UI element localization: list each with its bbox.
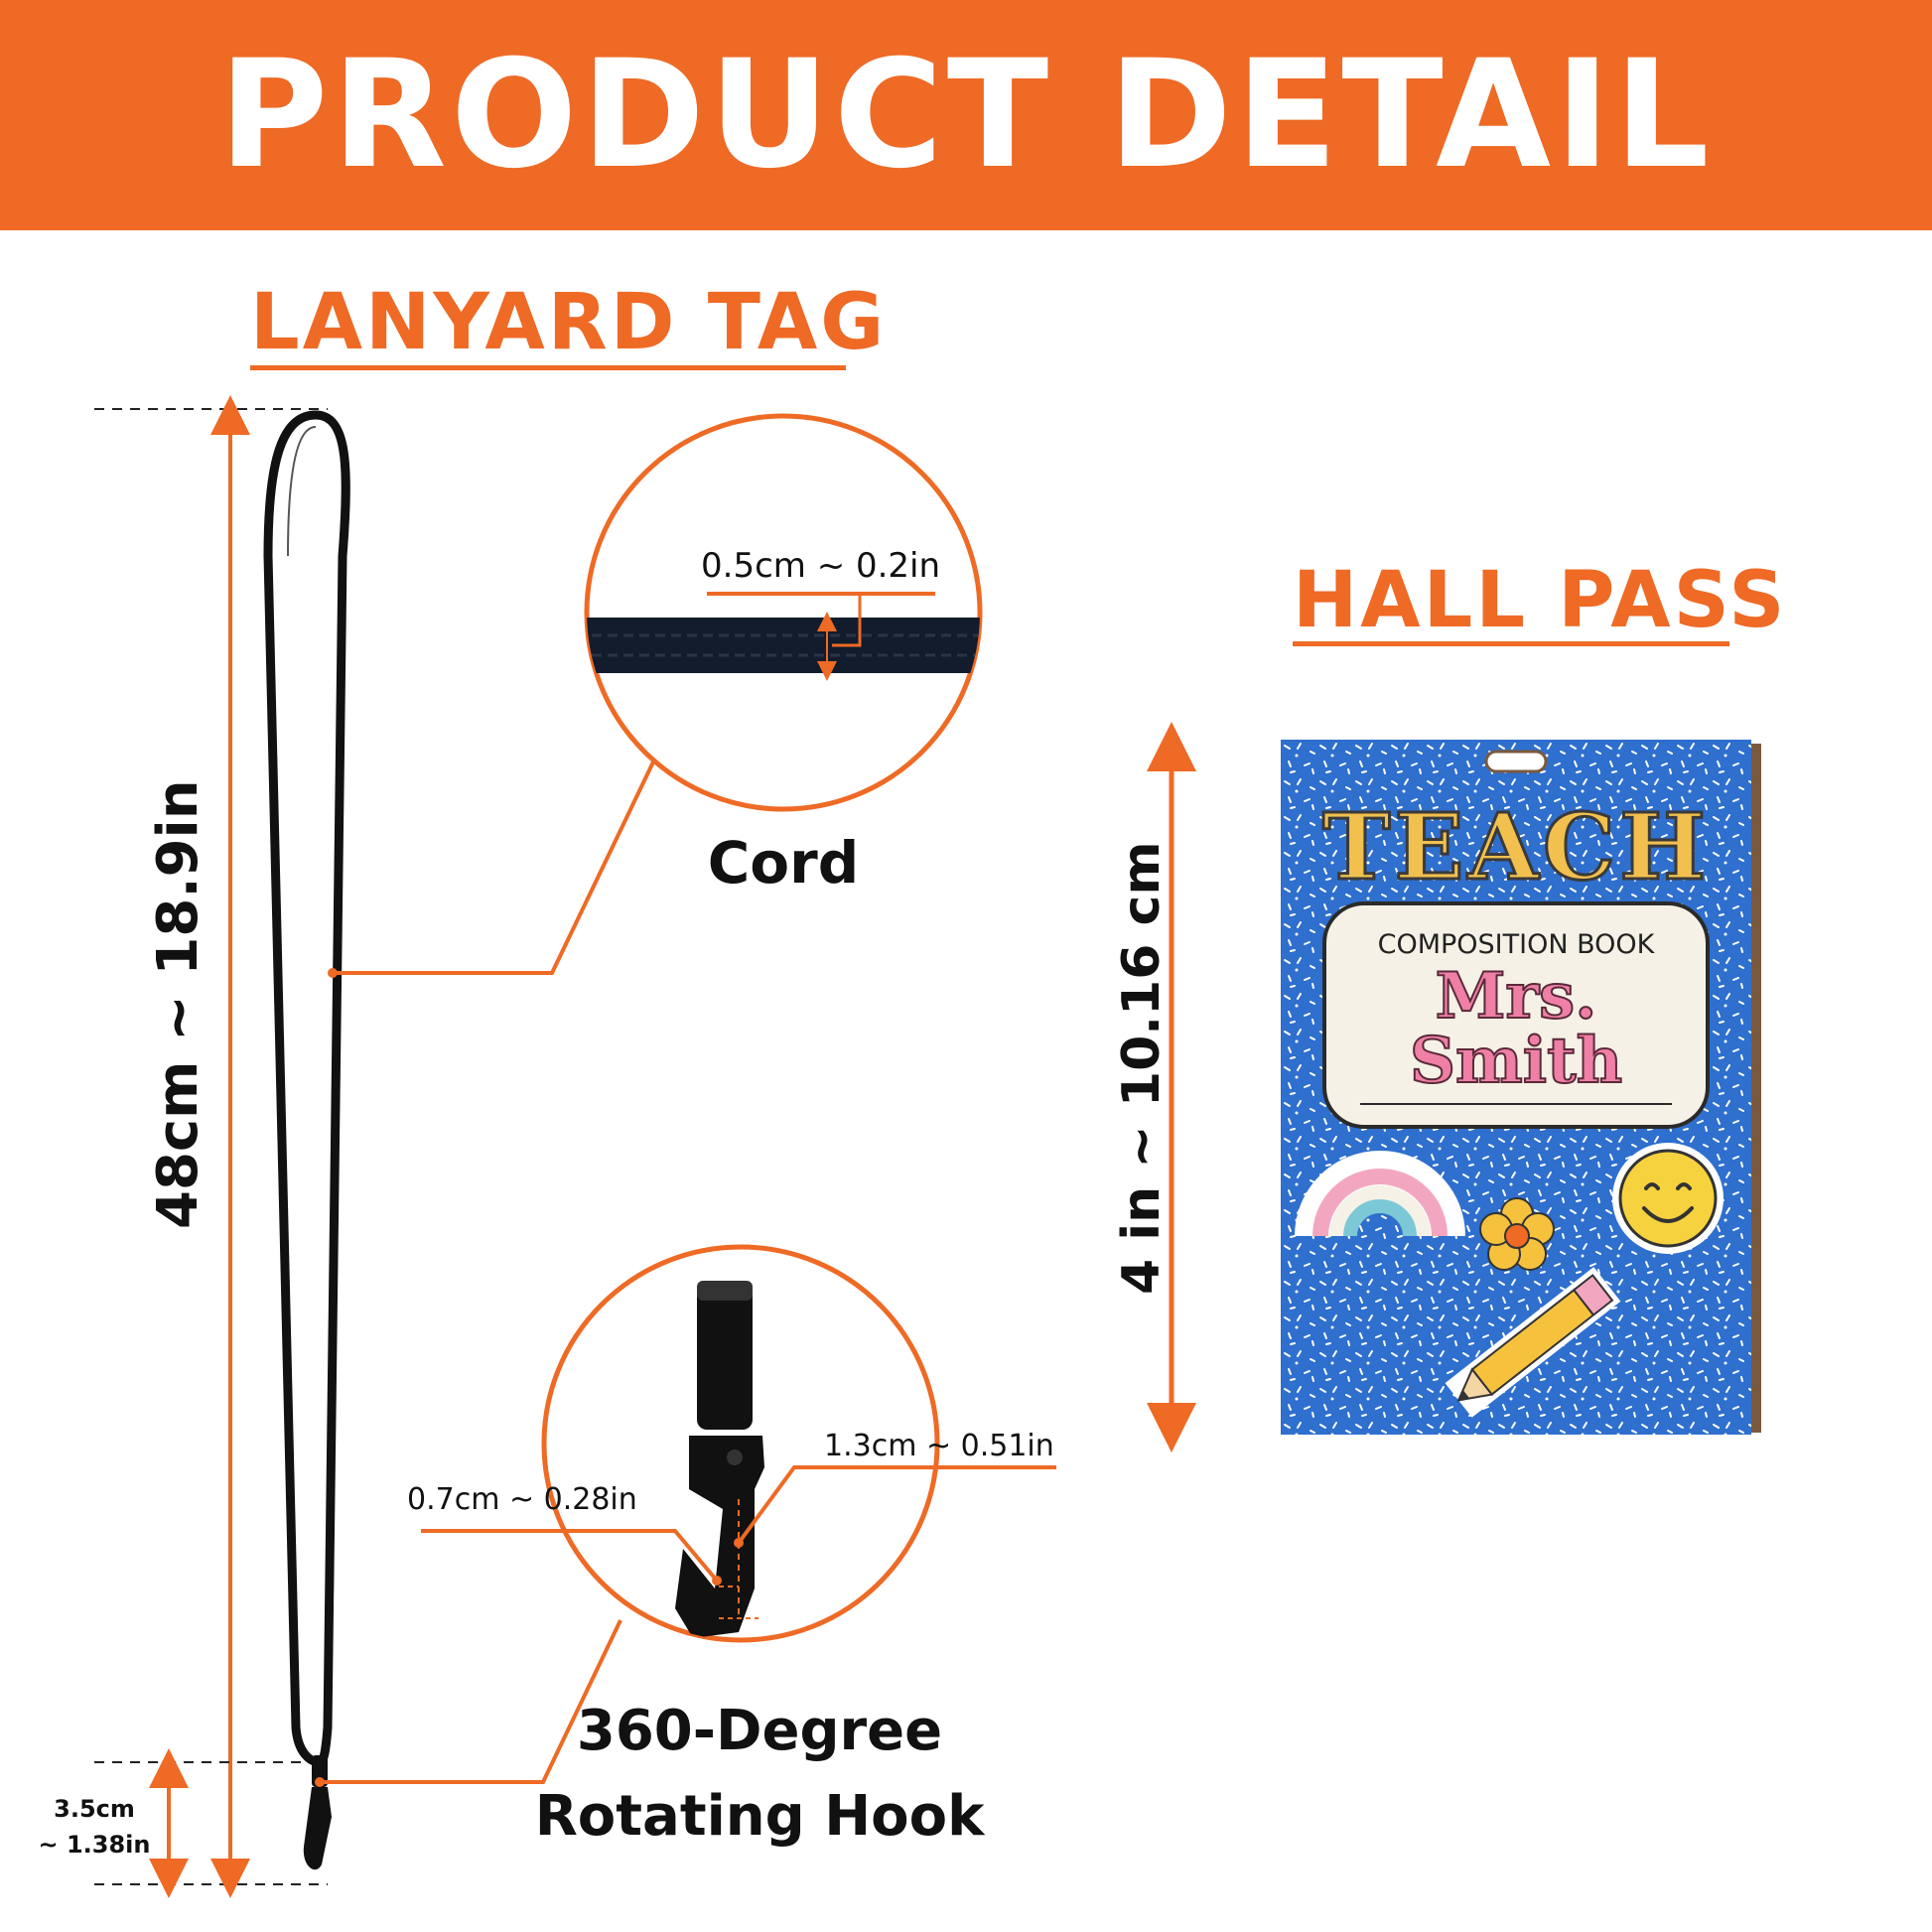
hook-height-label: 1.3cm ~ 0.51in <box>824 1429 1054 1463</box>
lanyard-section-title: LANYARD TAG <box>250 278 888 367</box>
cord-magnifier <box>584 413 983 812</box>
hall-pass-section-title: HALL PASS <box>1293 556 1788 645</box>
hall-pass-card: TEACH COMPOSITION BOOK Mrs. Smith <box>1281 740 1761 1435</box>
hook-length-label-line1: 3.5cm <box>54 1795 135 1823</box>
card-name-line2: Smith <box>1410 1024 1622 1098</box>
lanyard-cord <box>263 410 350 1767</box>
card-headline: TEACH <box>1322 793 1710 900</box>
card-subtitle: COMPOSITION BOOK <box>1378 929 1656 960</box>
hall-pass-title-underline <box>1293 641 1729 646</box>
lanyard-length-label: 48cm ~ 18.9in <box>146 779 210 1229</box>
hook-length-dimension <box>94 1748 328 1898</box>
hall-pass-height-label: 4 in ~ 10.16 cm <box>1112 841 1172 1296</box>
lanyard-title-underline <box>250 365 846 370</box>
rainbow-sticker-icon <box>1295 1151 1465 1238</box>
cord-width-label: 0.5cm ~ 0.2in <box>701 546 941 586</box>
hook-magnifier <box>421 1244 1056 1643</box>
lanyard-length-dimension <box>94 395 328 1898</box>
smiley-sticker-icon <box>1612 1143 1724 1254</box>
hook-callout-connector <box>315 1619 622 1787</box>
card-name-line1: Mrs. <box>1436 959 1597 1034</box>
flower-sticker-icon <box>1479 1197 1555 1271</box>
hook-caption-line1: 360-Degree <box>576 1699 943 1763</box>
lanyard-hook <box>303 1755 332 1870</box>
page-title: PRODUCT DETAIL <box>218 29 1714 202</box>
pencil-sticker-icon <box>1445 1267 1621 1418</box>
cord-callout-connector <box>328 724 673 978</box>
header-banner: PRODUCT DETAIL <box>0 0 1932 230</box>
hook-caption-line2: Rotating Hook <box>534 1784 985 1849</box>
hook-width-label: 0.7cm ~ 0.28in <box>407 1482 637 1517</box>
cord-caption: Cord <box>707 829 860 897</box>
hook-length-label-line2: ~ 1.38in <box>38 1831 151 1859</box>
